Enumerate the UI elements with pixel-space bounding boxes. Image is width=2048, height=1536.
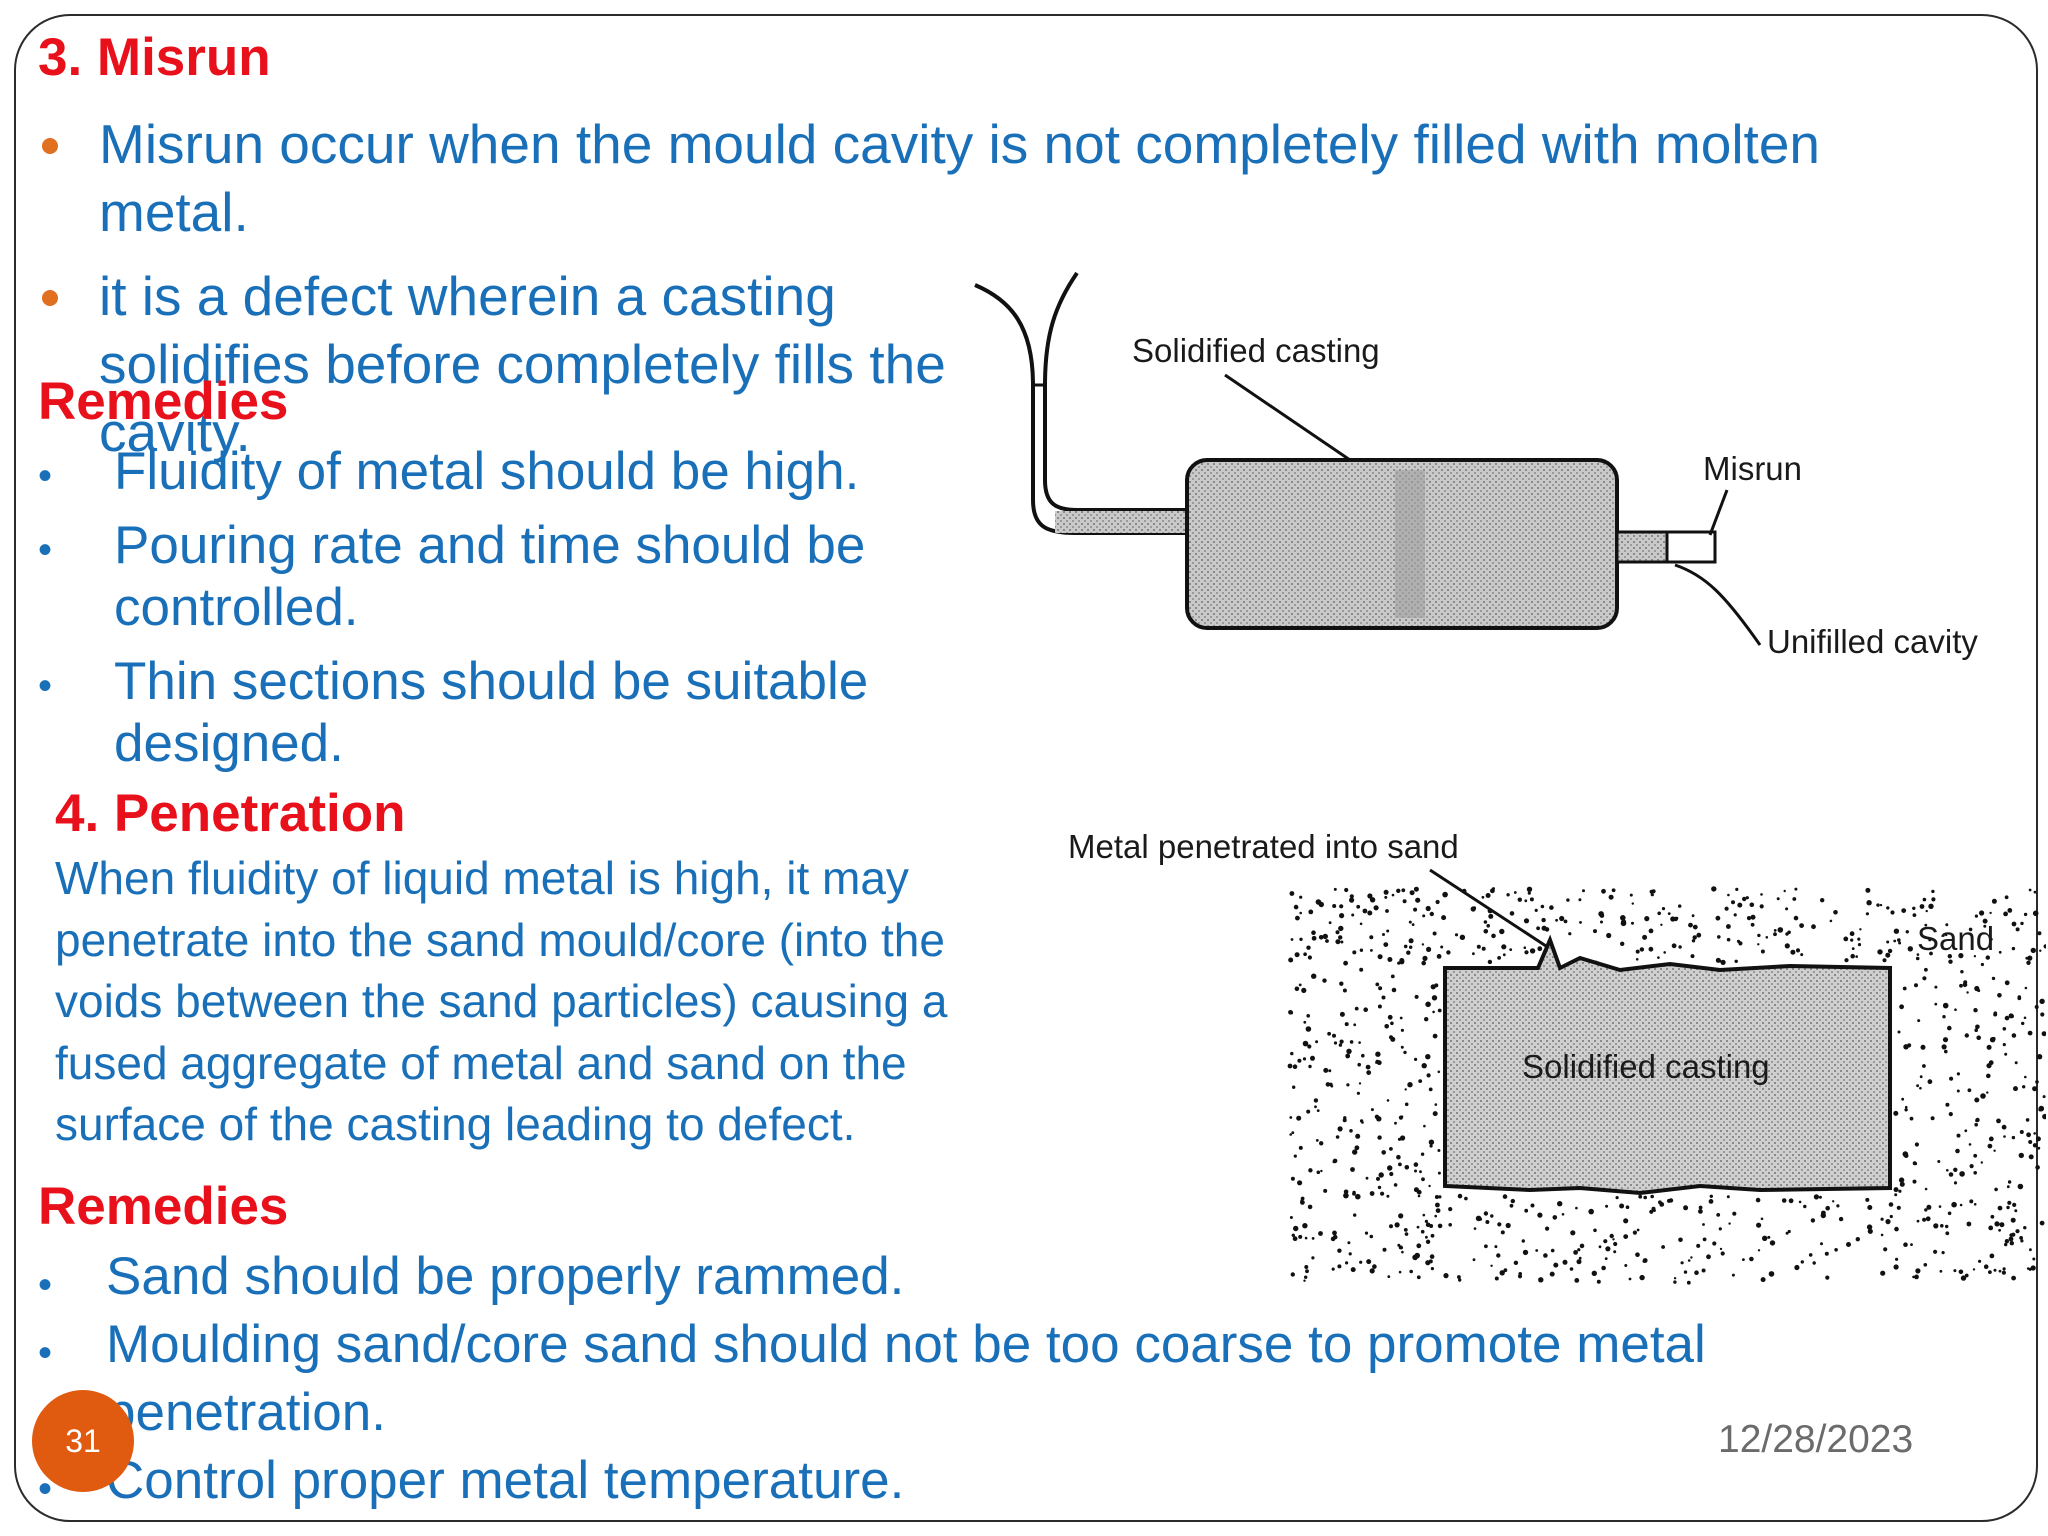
misrun-bullet: it is a defect wherein a casting solidif… <box>32 262 999 466</box>
remedy-text: Moulding sand/core sand should not be to… <box>106 1315 1706 1442</box>
sand-particles <box>1287 886 2046 1285</box>
misrun-diagram: Solidified casting Misrun Unifilled cavi… <box>955 265 2035 675</box>
label-unfilled-cavity: Unifilled cavity <box>1767 623 1978 660</box>
sprue-inner-outline <box>1043 271 1185 512</box>
remedy-text: Thin sections should be suitable designe… <box>114 652 869 773</box>
label-penetration-solidified-casting: Solidified casting <box>1522 1048 1770 1085</box>
bullet-icon: • <box>38 528 53 572</box>
bullet-icon: • <box>38 454 53 498</box>
bullet-icon: • <box>38 664 53 708</box>
page-number-badge: 31 <box>32 1390 134 1492</box>
penetration-diagram: Metal penetrated into sand Sand Solidifi… <box>1068 828 2046 1285</box>
unfilled-cavity <box>1665 530 1717 564</box>
label-sand: Sand <box>1917 920 1994 957</box>
misrun-remedies-list: • Fluidity of metal should be high. • Po… <box>38 441 958 787</box>
misrun-bullet-text: Misrun occur when the mould cavity is no… <box>99 113 1821 243</box>
bullet-dot-icon <box>42 138 58 154</box>
penetration-remedies-heading: Remedies <box>38 1177 289 1236</box>
misrun-stub <box>1615 530 1669 564</box>
slide-date: 12/28/2023 <box>1718 1418 1914 1461</box>
remedy-text: Fluidity of metal should be high. <box>114 442 860 501</box>
remedy-text: Control proper metal temperature. <box>106 1451 905 1510</box>
page-number: 31 <box>65 1422 101 1459</box>
runner <box>1055 511 1190 533</box>
label-misrun: Misrun <box>1703 450 1802 487</box>
label-solidified-casting: Solidified casting <box>1132 332 1380 369</box>
remedy-item: • Control proper metal temperature. <box>38 1447 1938 1515</box>
penetration-casting-body <box>1443 934 1892 1196</box>
label-metal-penetrated: Metal penetrated into sand <box>1068 828 1459 865</box>
misrun-bullet-text: it is a defect wherein a casting solidif… <box>99 265 946 463</box>
remedy-item: • Pouring rate and time should be contro… <box>38 515 958 639</box>
misrun-remedies-heading: Remedies <box>38 372 289 431</box>
remedy-item: • Thin sections should be suitable desig… <box>38 651 958 775</box>
misrun-heading: 3. Misrun <box>38 28 271 87</box>
bullet-dot-icon <box>42 290 58 306</box>
misrun-bullet: Misrun occur when the mould cavity is no… <box>32 110 1932 246</box>
penetration-remedies-list: • Sand should be properly rammed. • Moul… <box>38 1243 1938 1515</box>
remedy-item: • Fluidity of metal should be high. <box>38 441 958 503</box>
remedy-item: • Sand should be properly rammed. <box>38 1243 1938 1311</box>
penetration-heading: 4. Penetration <box>55 784 406 843</box>
bullet-icon: • <box>38 1331 53 1375</box>
bullet-icon: • <box>38 1263 53 1307</box>
slide-frame <box>14 14 2038 1522</box>
remedy-text: Sand should be properly rammed. <box>106 1247 905 1306</box>
remedy-text: Pouring rate and time should be controll… <box>114 516 866 637</box>
misrun-bullet-list: Misrun occur when the mould cavity is no… <box>32 110 1932 466</box>
penetration-description: When fluidity of liquid metal is high, i… <box>55 852 948 1150</box>
remedy-item: • Moulding sand/core sand should not be … <box>38 1311 1926 1447</box>
